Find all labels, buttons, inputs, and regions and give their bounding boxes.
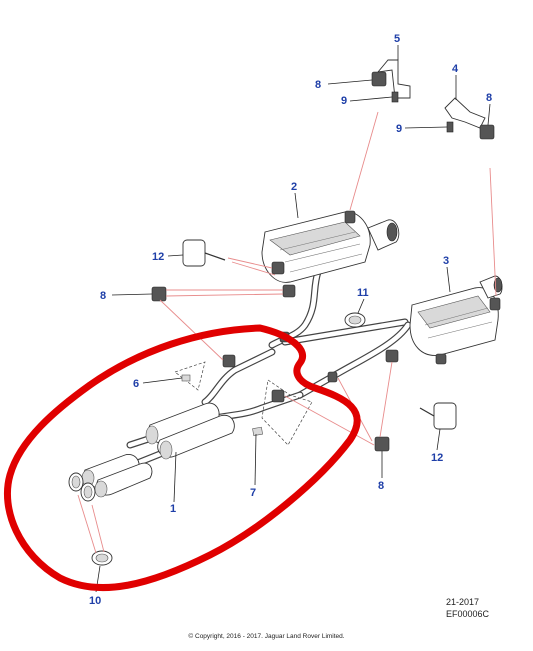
- callout-3: 3: [443, 255, 449, 267]
- callout-8-bottom: 8: [378, 480, 384, 492]
- right-rear-muffler: [409, 275, 503, 365]
- drawing-code: EF00006C: [446, 609, 490, 619]
- tailpipe-tips: [68, 472, 96, 502]
- front-muffler-assembly: [81, 402, 235, 498]
- callout-4: 4: [452, 63, 459, 75]
- copyright-notice: © Copyright, 2016 - 2017. Jaguar Land Ro…: [188, 633, 345, 640]
- callout-10: 10: [89, 595, 101, 607]
- callout-1: 1: [170, 503, 176, 515]
- callout-12-left: 12: [152, 251, 164, 263]
- callout-11: 11: [357, 287, 369, 299]
- callout-7: 7: [250, 487, 256, 499]
- date-code: 21-2017: [446, 597, 480, 607]
- callout-6: 6: [133, 378, 139, 390]
- callout-labels: 5 8 9 4 8 9 2 3 12 8 11 6 12 8 7 1 10: [89, 33, 492, 607]
- left-rear-muffler: [261, 210, 400, 283]
- callout-9-top: 9: [341, 95, 347, 107]
- callout-12-right: 12: [431, 452, 443, 464]
- highlight-outline: [3, 324, 361, 592]
- callout-5: 5: [394, 33, 400, 45]
- callout-8-left: 8: [100, 290, 106, 302]
- red-leader-lines: [77, 111, 497, 554]
- callout-9-right: 9: [396, 123, 402, 135]
- callout-2: 2: [291, 181, 297, 193]
- callout-8-right: 8: [486, 92, 492, 104]
- heat-shields: [174, 361, 313, 446]
- callout-8-top: 8: [315, 79, 321, 91]
